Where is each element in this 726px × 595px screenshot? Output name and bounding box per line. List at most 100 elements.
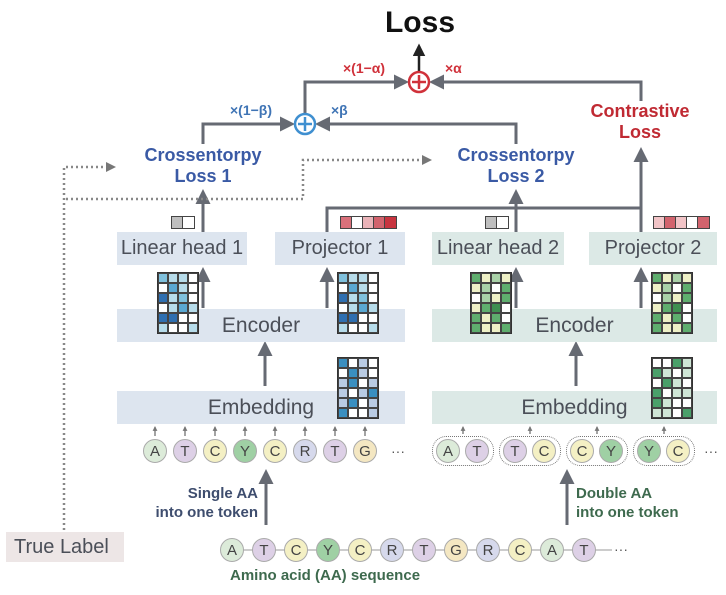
matrix-cell	[682, 313, 692, 323]
pair-token: T	[503, 439, 527, 463]
matrix-cell	[501, 313, 511, 323]
matrix-cell	[481, 313, 491, 323]
matrix-cell	[348, 378, 358, 388]
matrix-cell	[491, 303, 501, 313]
encoder-2-output-matrix	[470, 272, 512, 334]
linear-head-1-output-vector	[171, 216, 195, 229]
token-arrows-branch1	[152, 426, 368, 436]
matrix-cell	[348, 368, 358, 378]
pair-token: Y	[637, 439, 661, 463]
single-token: G	[353, 439, 377, 463]
single-token: T	[173, 439, 197, 463]
matrix-cell	[471, 293, 481, 303]
sequence-token: T	[252, 538, 276, 562]
matrix-cell	[188, 273, 198, 283]
matrix-cell	[338, 273, 348, 283]
encoder-2-label: Encoder	[535, 313, 614, 337]
line-projector1-to-contrastive	[325, 206, 641, 232]
vector-cell	[374, 217, 385, 228]
matrix-cell	[168, 283, 178, 293]
alpha-coef: ×α	[445, 60, 462, 76]
matrix-cell	[178, 293, 188, 303]
ce2-line1: Crossentorpy	[457, 145, 575, 165]
sequence-caption: Amino acid (AA) sequence	[230, 567, 421, 584]
matrix-cell	[652, 293, 662, 303]
matrix-cell	[481, 303, 491, 313]
embedding-2-label: Embedding	[521, 395, 628, 419]
matrix-cell	[652, 378, 662, 388]
matrix-cell	[501, 283, 511, 293]
matrix-cell	[662, 378, 672, 388]
linear-head-2-output-vector	[485, 216, 509, 229]
beta-coef: ×β	[331, 102, 348, 118]
matrix-cell	[358, 398, 368, 408]
matrix-cell	[652, 323, 662, 333]
vector-cell	[172, 217, 183, 228]
token-arrows-branch2	[460, 426, 667, 434]
matrix-cell	[358, 408, 368, 418]
matrix-cell	[662, 368, 672, 378]
matrix-cell	[481, 283, 491, 293]
matrix-cell	[178, 313, 188, 323]
matrix-cell	[501, 303, 511, 313]
matrix-cell	[672, 303, 682, 313]
matrix-cell	[358, 303, 368, 313]
matrix-cell	[662, 408, 672, 418]
matrix-cell	[168, 273, 178, 283]
matrix-cell	[682, 378, 692, 388]
matrix-cell	[682, 368, 692, 378]
sequence-token: T	[412, 538, 436, 562]
matrix-cell	[491, 273, 501, 283]
matrix-cell	[501, 273, 511, 283]
embedding-1-output-matrix	[337, 357, 379, 419]
matrix-cell	[158, 323, 168, 333]
matrix-cell	[652, 368, 662, 378]
matrix-cell	[652, 408, 662, 418]
matrix-cell	[672, 358, 682, 368]
matrix-cell	[338, 398, 348, 408]
vector-cell	[676, 217, 687, 228]
vector-cell	[497, 217, 508, 228]
matrix-cell	[358, 378, 368, 388]
single-token: C	[203, 439, 227, 463]
vector-cell	[183, 217, 194, 228]
matrix-cell	[338, 368, 348, 378]
alpha-complement-coef: ×(1−α)	[343, 60, 386, 76]
single-token: A	[143, 439, 167, 463]
linear-head-1: Linear head 1	[117, 232, 247, 265]
matrix-cell	[672, 378, 682, 388]
matrix-cell	[348, 283, 358, 293]
matrix-cell	[158, 283, 168, 293]
alpha-sum-icon	[407, 70, 431, 94]
matrix-cell	[348, 293, 358, 303]
matrix-cell	[682, 273, 692, 283]
matrix-cell	[348, 323, 358, 333]
contrastive-line2: Loss	[618, 122, 661, 142]
matrix-cell	[158, 303, 168, 313]
arrow-ce2-to-beta-sum	[315, 116, 518, 144]
matrix-cell	[358, 388, 368, 398]
dotted-true-label-to-ce2	[66, 155, 432, 201]
embedding-2-output-matrix	[651, 357, 693, 419]
projector-2-input-matrix	[651, 272, 693, 334]
dotted-true-label-to-ce1	[62, 162, 116, 530]
single-token: C	[263, 439, 287, 463]
vector-cell	[385, 217, 396, 228]
matrix-cell	[368, 283, 378, 293]
matrix-cell	[652, 358, 662, 368]
matrix-cell	[501, 323, 511, 333]
contrastive-line1: Contrastive	[590, 101, 690, 121]
matrix-cell	[682, 398, 692, 408]
matrix-cell	[672, 368, 682, 378]
encoder-1-output-matrix	[157, 272, 199, 334]
matrix-cell	[672, 293, 682, 303]
matrix-cell	[188, 323, 198, 333]
sequence-ellipsis: ···	[614, 541, 628, 557]
matrix-cell	[368, 408, 378, 418]
matrix-cell	[672, 398, 682, 408]
matrix-cell	[662, 283, 672, 293]
single-token: T	[323, 439, 347, 463]
matrix-cell	[358, 293, 368, 303]
sequence-token: G	[444, 538, 468, 562]
arrow-contrastive-to-alpha-sum	[429, 74, 643, 101]
